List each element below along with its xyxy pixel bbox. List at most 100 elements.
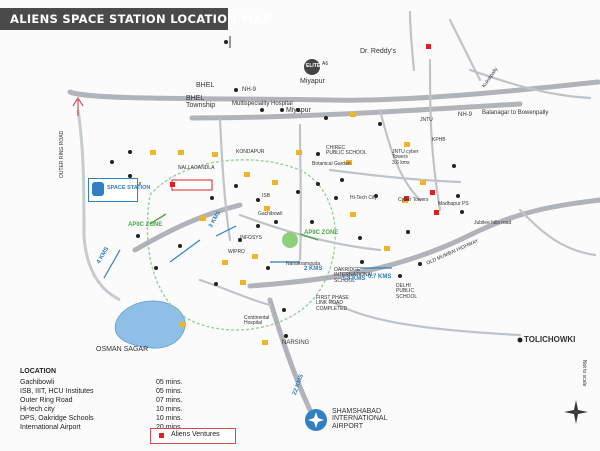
aliens-venture-marker (170, 182, 175, 187)
link-arrow-1 (169, 239, 201, 263)
elite-a-label: A6 (322, 61, 329, 67)
legend-time: 20 mins. (156, 424, 182, 431)
road-d (428, 58, 442, 212)
osman-sagar-label: OSMAN SAGAR (96, 346, 149, 353)
rocket-icon (92, 182, 104, 196)
nh9-label: NH-9 (242, 87, 257, 93)
old-mumbai-highway (247, 197, 600, 289)
chirec-label: CHIREC PUBLIC SCHOOL (326, 145, 367, 157)
nanakramguda-label: Nanakramguda (286, 261, 321, 267)
cyber-towers-label: Cyber Towers (398, 197, 429, 203)
road-b (298, 123, 302, 262)
airport-road (267, 297, 313, 413)
first-phase-label: FIRST PHASE LINK ROAD COMPLETED (316, 295, 349, 312)
legend-heading: LOCATION (20, 368, 57, 375)
park (282, 232, 298, 248)
apiic-zone-arrow-2 (299, 233, 319, 241)
narsing-label: NARSING (282, 340, 310, 346)
legend-place: Gachibowli (20, 379, 55, 386)
elite-label: ELITE (306, 63, 321, 69)
kondapur-label: KONDAPUR (236, 149, 265, 155)
outer-ring-road-loop (146, 159, 336, 331)
aliens-venture-marker (426, 44, 431, 49)
legend-place: DPS, Oakridge Schools (20, 415, 94, 422)
legend-key-swatch (159, 433, 164, 438)
road-j (468, 68, 592, 100)
bhel-township-label: BHEL Township (186, 95, 216, 110)
infosys-label: INFOSYS (240, 235, 262, 241)
miyapur-2-label: Miyapur (286, 107, 311, 114)
legend-time: 07 mins. (156, 397, 183, 404)
legend-place: International Airport (20, 424, 81, 431)
legend-time: 10 mins. (156, 415, 183, 422)
outer-ring-arrow (72, 96, 84, 116)
road-k (328, 298, 522, 337)
bhel-label: BHEL (196, 82, 215, 89)
shamshabad-label: SHAMSHABAD INTERNATIONAL AIRPORT (332, 408, 388, 430)
tolichowki-label: TOLICHOWKI (524, 335, 576, 344)
botanical-label: Botanical Garden (312, 161, 351, 167)
apiic-zone-label: APIIC ZONE (128, 222, 163, 228)
link-arrow-2 (215, 225, 237, 237)
legend-time: 05 mins. (156, 379, 183, 386)
compass-icon (564, 400, 588, 424)
madhapur-label: Madhapur PS (438, 201, 469, 207)
isb-label: ISB (262, 193, 271, 199)
gachibowli-label: Gachibowli (258, 211, 283, 217)
dist-2km-label: 2 KMS (304, 266, 323, 272)
road-e (408, 10, 416, 72)
nh9-b-label: NH-9 (458, 112, 473, 118)
orr-west (132, 202, 243, 253)
not-to-scale-label: Not to scale (581, 360, 587, 387)
title-banner: ALIENS SPACE STATION LOCATION MAP (0, 8, 271, 30)
apiic-zone-2-label: APIIC ZONE (304, 230, 339, 236)
link-arrow-5 (103, 249, 121, 279)
elite-marker (304, 59, 320, 75)
page-title: ALIENS SPACE STATION LOCATION MAP (10, 12, 272, 26)
outer-ring-road (76, 109, 121, 302)
legend-box: LOCATION Gachibowli 05 mins. ISB, IIIT, … (14, 366, 232, 446)
hitech-label: Hi-Tech City (350, 195, 377, 201)
legend-place: Outer Ring Road (20, 397, 73, 404)
delhi-public-label: DELHI PUBLIC SCHOOL (396, 283, 418, 300)
jubilee-label: Jubilee hills road (474, 220, 512, 226)
aliens-venture-marker (430, 190, 435, 195)
road-l (518, 208, 597, 257)
space-station-logo: SPACE STATION (88, 178, 150, 202)
road-c (378, 108, 422, 202)
road-a (218, 118, 232, 242)
road-i (448, 18, 482, 82)
dist-0-7km-label: 0.7 KMS (368, 274, 392, 280)
legend-time: 10 mins. (156, 406, 183, 413)
aliens-venture-marker (404, 196, 409, 201)
multispeciality-label: Multispeciality Hospital (232, 101, 293, 107)
nallagandla-label: NALLAGANDLA (178, 165, 215, 171)
apiic-zone-arrow-1 (149, 213, 167, 225)
nh9-highway (67, 79, 600, 103)
space-station-label: SPACE STATION (107, 185, 151, 191)
kphb-label: KPHB (432, 137, 446, 143)
oakridge-label: OAKRIDGE INTERNATIONAL SCHOOL (334, 267, 374, 284)
continental-label: Continental Hospital (244, 315, 270, 327)
dist-1-8km-label: 1.8 KMS (342, 276, 366, 282)
legend-key-label: Aliens Ventures (171, 431, 220, 438)
legend-key: Aliens Ventures (150, 428, 236, 444)
legend-time: 05 mins. (156, 388, 183, 395)
jntu-cyber-label: JNTU cyber Towers 3.6 kms (392, 149, 419, 166)
miyapur-label: Miyapur (300, 78, 325, 85)
jntu-label: JNTU (420, 117, 433, 123)
osman-sagar-lake (114, 300, 186, 349)
road-h (198, 278, 272, 307)
road-f (328, 168, 462, 184)
balanagar-label: Balanagar to Bowenpally (482, 110, 549, 116)
legend-place: Hi-tech city (20, 406, 55, 413)
aliens-venture-marker (434, 210, 439, 215)
project-site (171, 179, 213, 191)
wipro-label: WIPRO (228, 249, 245, 255)
dr-reddys-label: Dr. Reddy's (360, 48, 396, 55)
ghmc-road (189, 101, 523, 121)
legend-place: ISB, IIIT, HCU Institutes (20, 388, 94, 395)
outer-ring-road-label: OUTER RING ROAD (59, 130, 65, 178)
